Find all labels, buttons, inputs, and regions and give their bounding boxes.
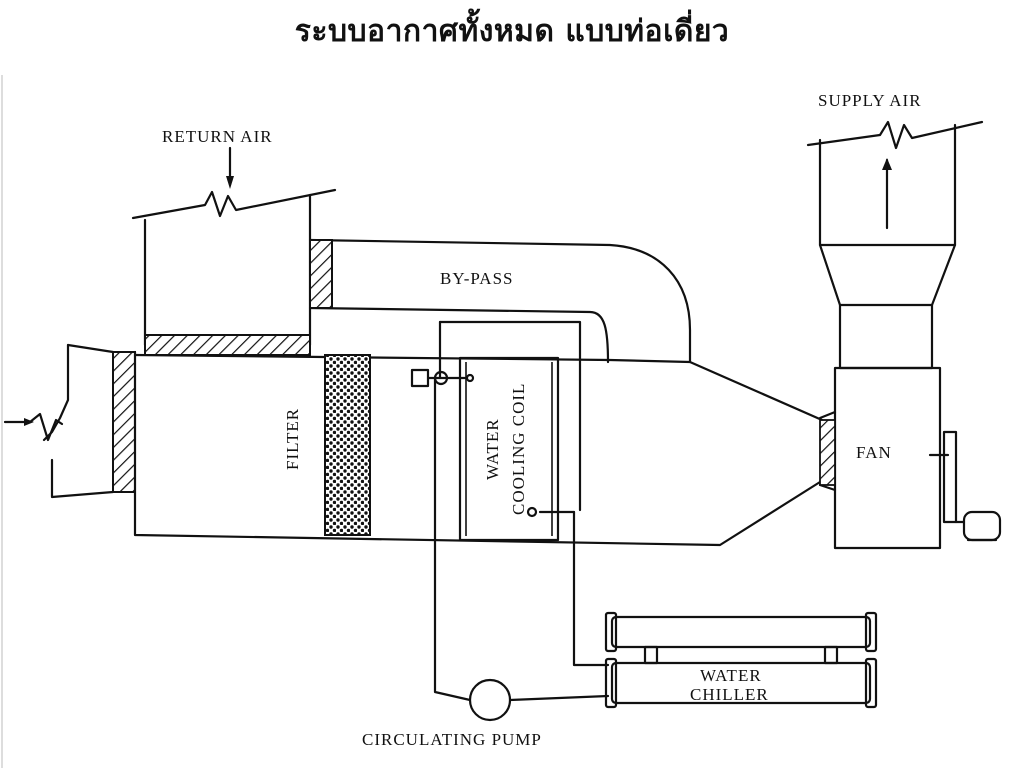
ahu-casing (133, 350, 824, 547)
return-air-duct (131, 188, 337, 347)
return-air-arrow (226, 146, 234, 189)
cooling-coil (458, 356, 560, 542)
chilled-water-piping (433, 320, 610, 702)
chiller-label-line2: CHILLER (690, 685, 769, 704)
pump-label: CIRCULATING PUMP (362, 730, 542, 749)
control-valve (410, 368, 475, 388)
circulating-pump (468, 678, 512, 722)
coil-sensor (526, 506, 538, 518)
bypass-label: BY-PASS (440, 269, 513, 288)
outside-air-arrow (24, 418, 34, 426)
chiller-label-line1: WATER (700, 666, 762, 685)
filter-label: FILTER (283, 408, 302, 470)
slide-title: ระบบอากาศทั้งหมด แบบท่อเดี่ยว (294, 14, 730, 49)
bypass-duct (308, 238, 692, 364)
return-air-label: RETURN AIR (162, 127, 273, 146)
fan-housing (818, 366, 942, 550)
outside-air-duct (3, 343, 115, 499)
coil-label-line2: COOLING COIL (509, 383, 528, 515)
water-chiller (604, 611, 878, 709)
fan-motor (928, 430, 1002, 542)
coil-label-line1: WATER (483, 418, 502, 480)
supply-air-label: SUPPLY AIR (818, 91, 922, 110)
supply-air-arrow (882, 158, 892, 230)
outside-air-damper (112, 351, 136, 493)
bypass-damper (309, 239, 333, 309)
fan-label: FAN (856, 443, 892, 462)
filter-bank (324, 354, 371, 536)
return-damper (144, 334, 311, 356)
supply-air-duct (806, 120, 984, 370)
